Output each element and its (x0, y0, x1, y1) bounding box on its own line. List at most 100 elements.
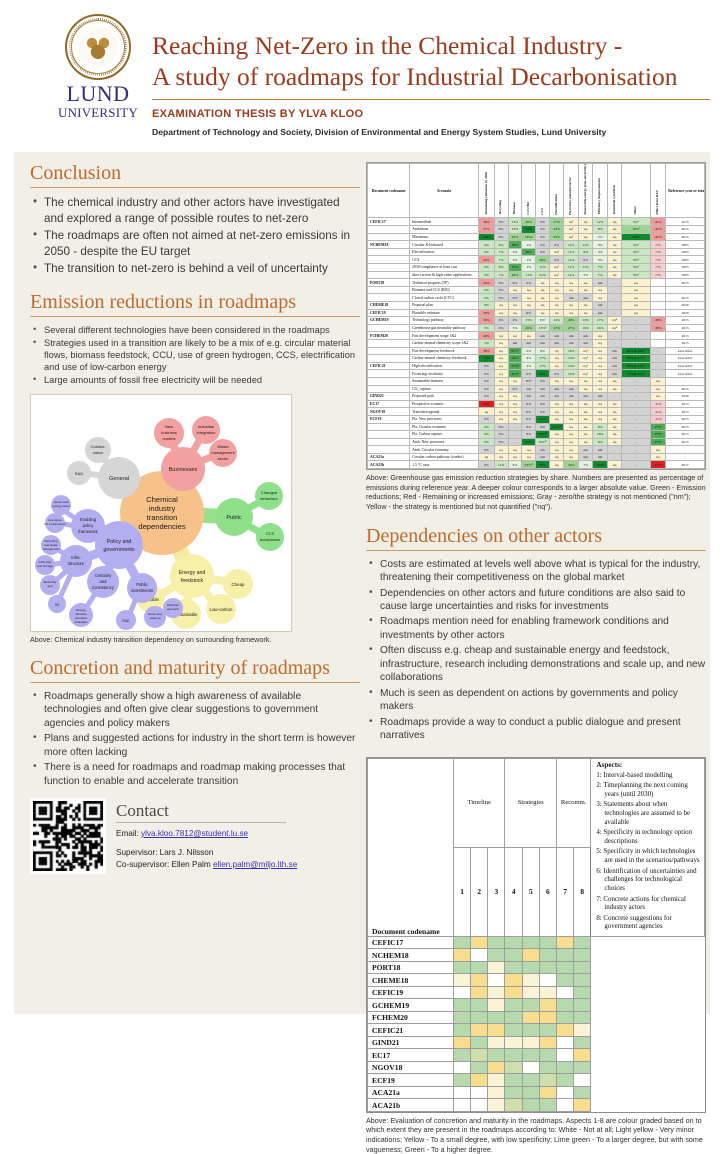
heat-cell: nm (535, 392, 550, 401)
heat-cell: - (621, 331, 651, 340)
svg-text:grid: grid (47, 584, 52, 588)
heat-cell: 12% (563, 369, 579, 378)
heat-cell: nq (507, 407, 523, 416)
heat-cell: nq (592, 414, 608, 424)
heat-cell: 11% (577, 263, 594, 272)
heat-cell: 24% (548, 225, 565, 234)
eval-cell (538, 973, 557, 987)
eval-cell (521, 1060, 540, 1075)
eval-cell (521, 1010, 540, 1025)
heat-cell: 0% (478, 414, 495, 424)
list-item: The chemical industry and other actors h… (33, 194, 360, 226)
eval-cell (555, 1073, 575, 1087)
heat-cell (649, 308, 667, 318)
eval-cell (487, 1035, 506, 1050)
heat-cell: 11% (535, 263, 550, 272)
scenario-name: Greenhouse gas neutrality pathway (409, 323, 480, 333)
heat-cell: 27% (563, 323, 579, 333)
svg-text:transition: transition (147, 513, 178, 522)
email-link[interactable]: ylva.kloo.7812@student.lu.se (141, 829, 249, 839)
heat-cell: nq² (548, 270, 565, 280)
heat-cell: 23%¹¹ (521, 460, 537, 470)
heat-cell: 13% (507, 225, 523, 234)
document-codename: EC17 (367, 399, 411, 409)
eval-cell (504, 1048, 523, 1062)
eval-group-header: Strategies (504, 757, 557, 848)
qr-code[interactable] (30, 798, 106, 875)
heat-cell: 4% (478, 247, 495, 257)
cosupervisor-email-link[interactable]: ellen.palm@miljo.lth.se (212, 859, 298, 869)
heat-cell: nq (507, 414, 523, 424)
svg-text:operation: operation (75, 616, 88, 620)
heat-col-header: Biomass (507, 163, 523, 219)
heat-cell: - (621, 422, 651, 432)
eval-cell (487, 1048, 506, 1062)
heat-cell: 17% (535, 354, 550, 363)
document-codename (367, 232, 411, 242)
document-codename: FCHEM20 (367, 1010, 454, 1025)
heat-cell: 39% (521, 437, 537, 447)
heat-cell: 0% (493, 225, 509, 234)
heat-cell: - (649, 361, 667, 371)
heat-cell: -41% (649, 225, 667, 234)
scenario-name: Fast development feedstock (409, 346, 480, 356)
eval-cell (521, 1023, 540, 1037)
document-codename: ACA21a (367, 452, 411, 462)
heat-cell: nq (493, 384, 509, 394)
document-codename (367, 323, 411, 333)
heat-cell: - (621, 384, 651, 394)
svg-text:intensive: intensive (75, 612, 87, 616)
svg-text:Electricity: Electricity (44, 580, 57, 584)
reference-year: 2015 (665, 217, 705, 227)
scenario-name: Technology pathway (409, 316, 480, 325)
heat-cell (649, 285, 667, 295)
heat-cell: nq (649, 452, 667, 462)
heat-cell: 9% (521, 354, 537, 363)
document-codename: PORT18 (367, 960, 454, 975)
conclusion-bullet-list: The chemical industry and other actors h… (30, 194, 360, 277)
eval-aspect-number: 1 (452, 846, 472, 937)
eval-cell (521, 960, 540, 975)
heat-cell: 30% & 17%⁷ (621, 354, 651, 363)
logo-line2: UNIVERSITY (58, 105, 138, 120)
eval-cell (470, 1023, 489, 1037)
lund-university-seal-icon (65, 14, 131, 80)
svg-text:energy taxes: energy taxes (52, 504, 70, 508)
heat-cell: - (606, 331, 623, 340)
heat-cell: 29% (521, 323, 537, 333)
heat-cell: 25% (548, 232, 565, 242)
document-codename: ACA21b (367, 460, 411, 470)
heat-cell: -7% (649, 255, 667, 265)
heat-cell: nq (548, 430, 565, 439)
heat-cell: - (606, 285, 623, 295)
heat-cell: - (621, 414, 651, 424)
heat-col-header: Effect from BAU (649, 163, 667, 219)
scenario-name: Transition agenda (409, 407, 480, 416)
heat-cell: 0% (493, 437, 509, 447)
heat-cell: - (621, 452, 651, 462)
heat-cell: nq (548, 399, 565, 409)
heat-cell: nq (563, 422, 579, 432)
svg-text:CO2 pipe: CO2 pipe (39, 560, 52, 564)
heat-cell: 11% (563, 255, 579, 265)
heat-cell: nq (493, 361, 509, 371)
heat-cell: nm (606, 354, 623, 363)
document-codename: CEFIC17 (367, 217, 411, 227)
eval-cell (573, 1048, 592, 1062)
heat-cell: -7% (649, 263, 667, 272)
document-codename: GCHEM19 (367, 316, 411, 325)
reference-year: 2030 (665, 392, 705, 401)
heat-cell: 0% (535, 232, 550, 242)
heat-cell: - (606, 278, 623, 287)
heat-cell: 40% (478, 331, 495, 340)
heat-cell: nm (535, 445, 550, 454)
eval-cell (521, 1098, 540, 1112)
heat-cell: nq (621, 301, 651, 310)
heat-cell: nq (507, 331, 523, 340)
heat-cell: nm (563, 338, 579, 348)
heat-cell: nq (606, 247, 623, 257)
